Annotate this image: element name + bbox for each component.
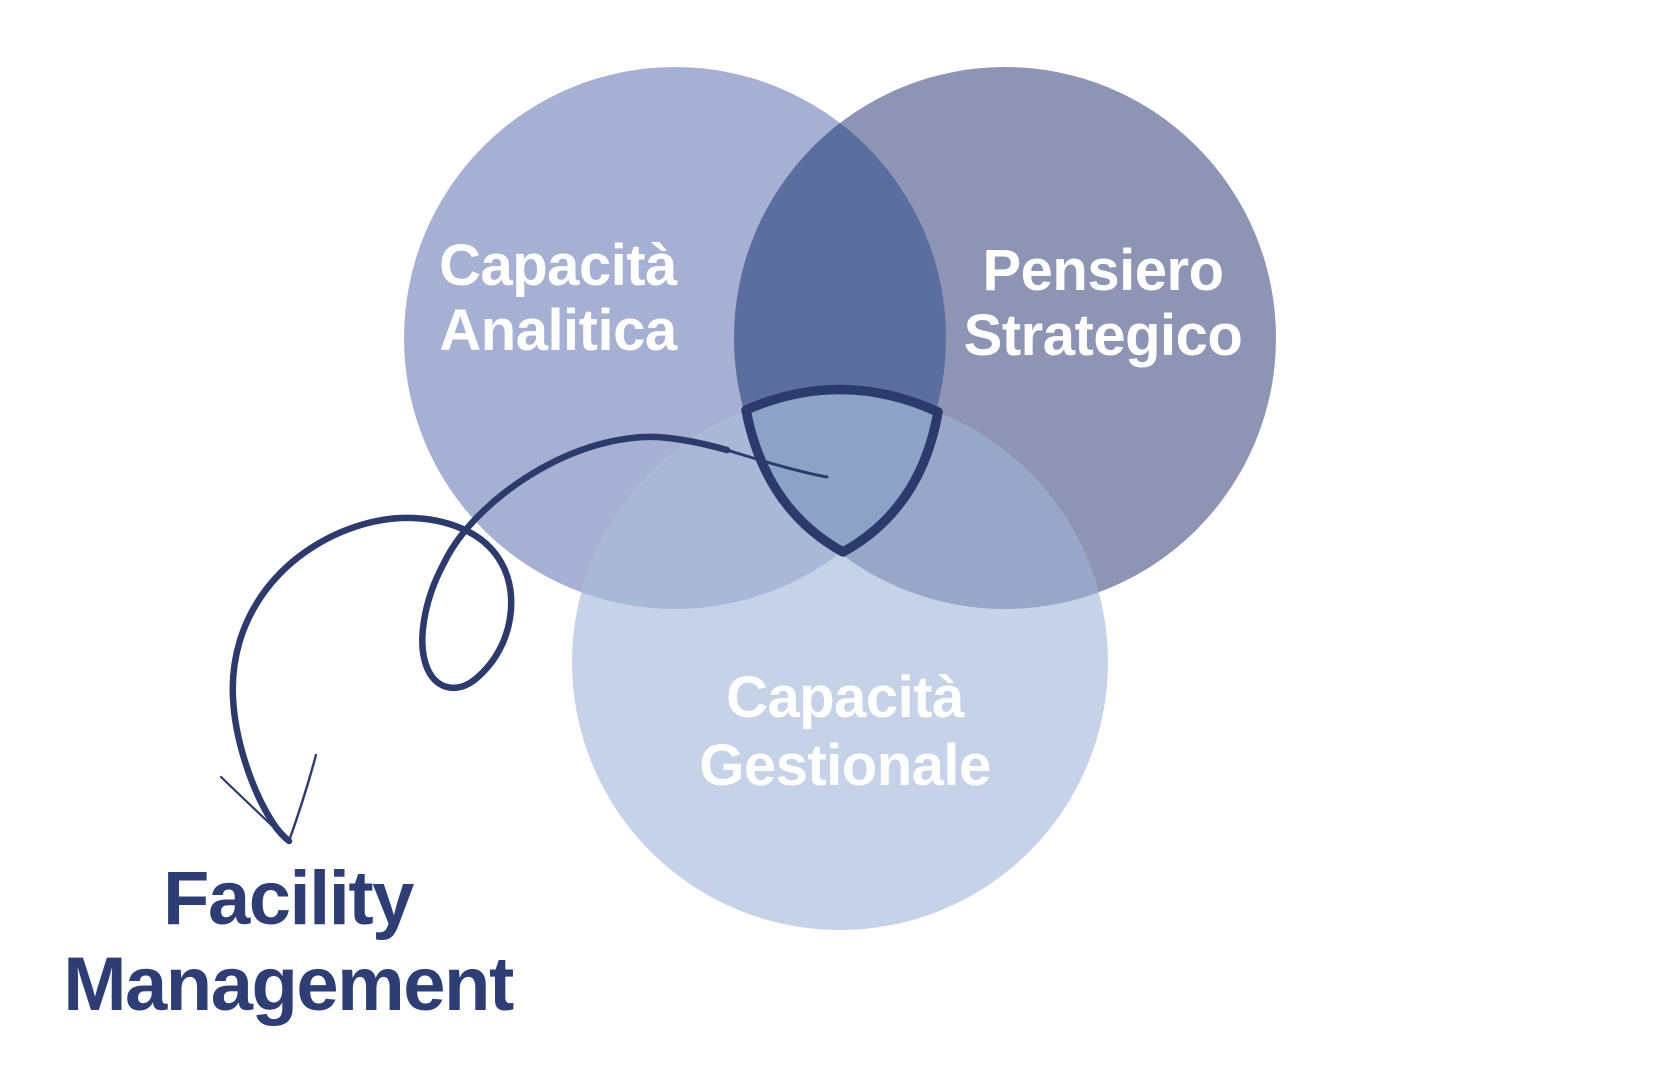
arrow-tail: [725, 448, 829, 479]
arrow-body: [229, 433, 731, 845]
overlap-strategico-gestionale: [734, 394, 1108, 609]
label-line: Pensiero: [982, 238, 1224, 303]
label-line: Management: [63, 942, 514, 1027]
label-line: Strategico: [963, 303, 1243, 368]
label-line: Capacità: [439, 233, 677, 298]
label-line: Gestionale: [699, 733, 991, 798]
label-line: Facility: [163, 856, 414, 941]
arrow-head-left-whisker: [219, 775, 290, 843]
overlap-analitica-gestionale: [572, 394, 946, 609]
arrow-head-right-whisker: [287, 753, 318, 843]
label-line: Capacità: [726, 665, 964, 730]
curly-arrow: [219, 433, 829, 845]
label-capacita-analitica: Capacità Analitica: [439, 233, 677, 363]
label-line: Analitica: [439, 298, 677, 363]
center-highlight-outline: [741, 384, 943, 557]
label-capacita-gestionale: Capacità Gestionale: [699, 664, 991, 800]
label-pensiero-strategico: Pensiero Strategico: [964, 238, 1243, 368]
label-facility-management: Facility Management: [63, 856, 514, 1028]
